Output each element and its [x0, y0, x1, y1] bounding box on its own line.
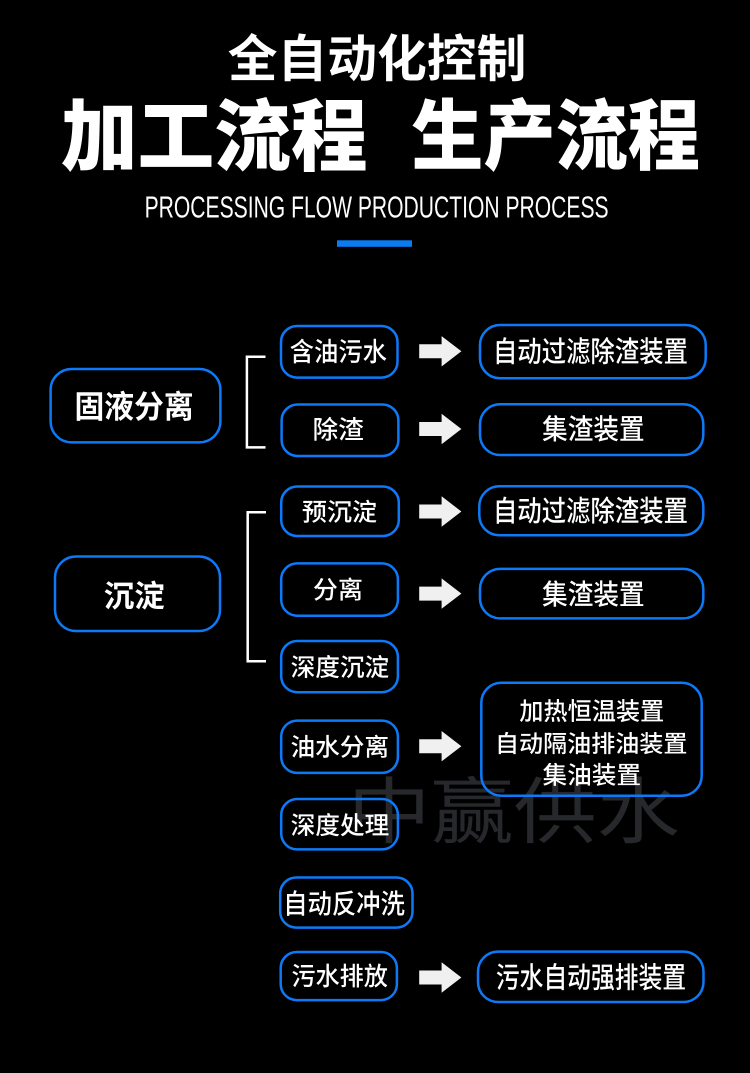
svg-text:PROCESSING FLOW PRODUCTION PR: PROCESSING FLOW PRODUCTION PROCESS	[145, 191, 609, 225]
